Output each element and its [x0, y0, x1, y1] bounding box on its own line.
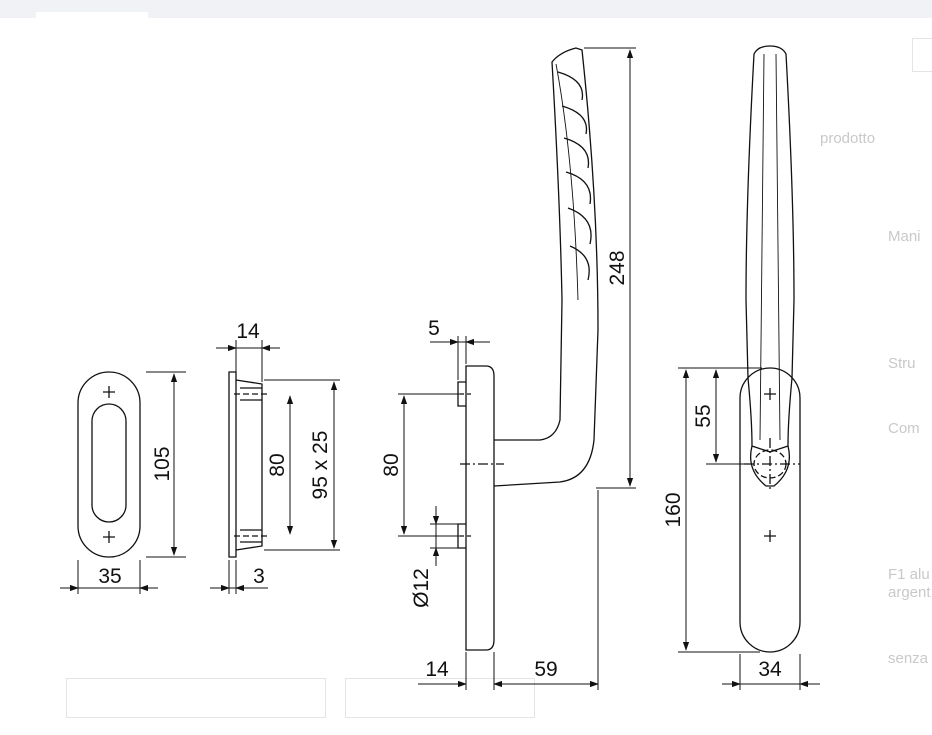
bg-label-prodotto: prodotto [820, 130, 876, 147]
dim-base-depth: 14 [425, 658, 449, 681]
dim-rosette-length: 160 [662, 492, 685, 527]
dim-rosette-width: 35 [98, 565, 121, 588]
dim-rosette-front-width: 34 [758, 658, 782, 681]
rosette-front-view [60, 371, 186, 594]
dim-rosette-pitch: 80 [266, 453, 289, 476]
bg-label-color: argent [888, 584, 931, 601]
dim-rosette-height: 105 [151, 446, 174, 481]
bg-label-stru: Stru [888, 355, 916, 372]
bg-button-left[interactable] [66, 678, 326, 718]
dim-projection: 59 [534, 658, 557, 681]
rosette-side-view [210, 340, 340, 594]
bg-button-right[interactable] [912, 38, 932, 72]
handle-front-view [678, 45, 820, 690]
browser-tab[interactable] [36, 12, 148, 18]
handle-side-view [398, 47, 636, 690]
dim-spindle-diameter: Ø12 [410, 568, 433, 608]
dim-rosette-size: 95 x 25 [309, 431, 332, 500]
bg-label-com: Com [888, 420, 920, 437]
browser-top-bar [0, 0, 932, 18]
dim-handle-pitch: 80 [380, 453, 403, 476]
dim-spindle-offset: 5 [428, 317, 440, 340]
bg-label-mani: Mani [888, 228, 921, 245]
bg-label-finish: F1 alu [888, 566, 930, 583]
bg-button-mid[interactable] [345, 678, 535, 718]
bg-label-senza: senza [888, 650, 929, 667]
dim-pitch-to-center: 55 [692, 404, 715, 427]
dim-rosette-plate: 3 [253, 565, 265, 588]
dim-handle-length: 248 [606, 250, 629, 285]
dim-rosette-depth: 14 [236, 320, 260, 343]
